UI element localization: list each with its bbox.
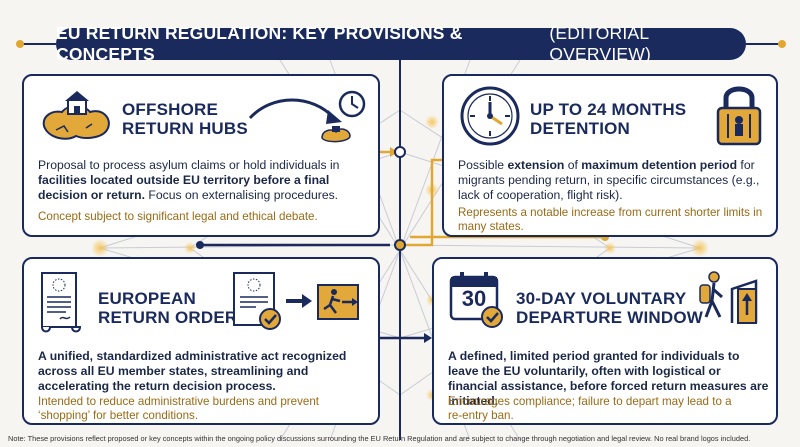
page-title: EU RETURN REGULATION: KEY PROVISIONS & C…: [56, 23, 463, 64]
card-voluntary-departure: 30 30-DAY VOLUNTARY DEPARTURE WINDOW A d…: [432, 257, 778, 425]
page-subtitle: (EDITORIAL OVERVIEW): [549, 23, 652, 64]
card-detention: UP TO 24 MONTHS DETENTION Possible exten…: [442, 74, 778, 237]
card-description: Proposal to process asylum claims or hol…: [38, 158, 340, 202]
clock-icon: [460, 86, 520, 146]
card-note: Intended to reduce administrative burden…: [38, 395, 320, 422]
calendar-number: 30: [461, 286, 487, 311]
card-title: UP TO 24 MONTHS DETENTION: [530, 100, 687, 138]
footer-note: Note: These provisions reflect proposed …: [8, 434, 751, 443]
traveler-door-icon: [699, 271, 758, 324]
calendar-icon: 30: [448, 269, 506, 329]
arrow-to-island-icon: [248, 90, 366, 143]
card-note: Concept subject to significant legal and…: [38, 210, 318, 223]
card-european-return-order: EUROPEAN RETURN ORDER A unified, standar…: [22, 257, 380, 425]
scroll-document-icon: [41, 272, 82, 333]
page-header: EU RETURN REGULATION: KEY PROVISIONS & C…: [56, 23, 746, 64]
card-title: OFFSHORE RETURN HUBS: [122, 100, 248, 138]
card-offshore-return-hubs: OFFSHORE RETURN HUBS Proposal to process…: [22, 74, 380, 237]
card-description: A unified, standardized administrative a…: [38, 349, 347, 393]
card-note: Encourages compliance; failure to depart…: [448, 395, 732, 422]
island-icon: [42, 91, 110, 140]
card-description: A defined, limited period granted for in…: [448, 349, 769, 408]
card-title: EUROPEAN RETURN ORDER: [98, 289, 238, 327]
approved-document-exit-icon: [233, 272, 359, 330]
card-note: Represents a notable increase from curre…: [458, 206, 763, 233]
card-description: Possible extension of maximum detention …: [458, 158, 760, 202]
padlock-icon: [716, 86, 762, 146]
card-title: 30-DAY VOLUNTARY DEPARTURE WINDOW: [516, 289, 704, 327]
